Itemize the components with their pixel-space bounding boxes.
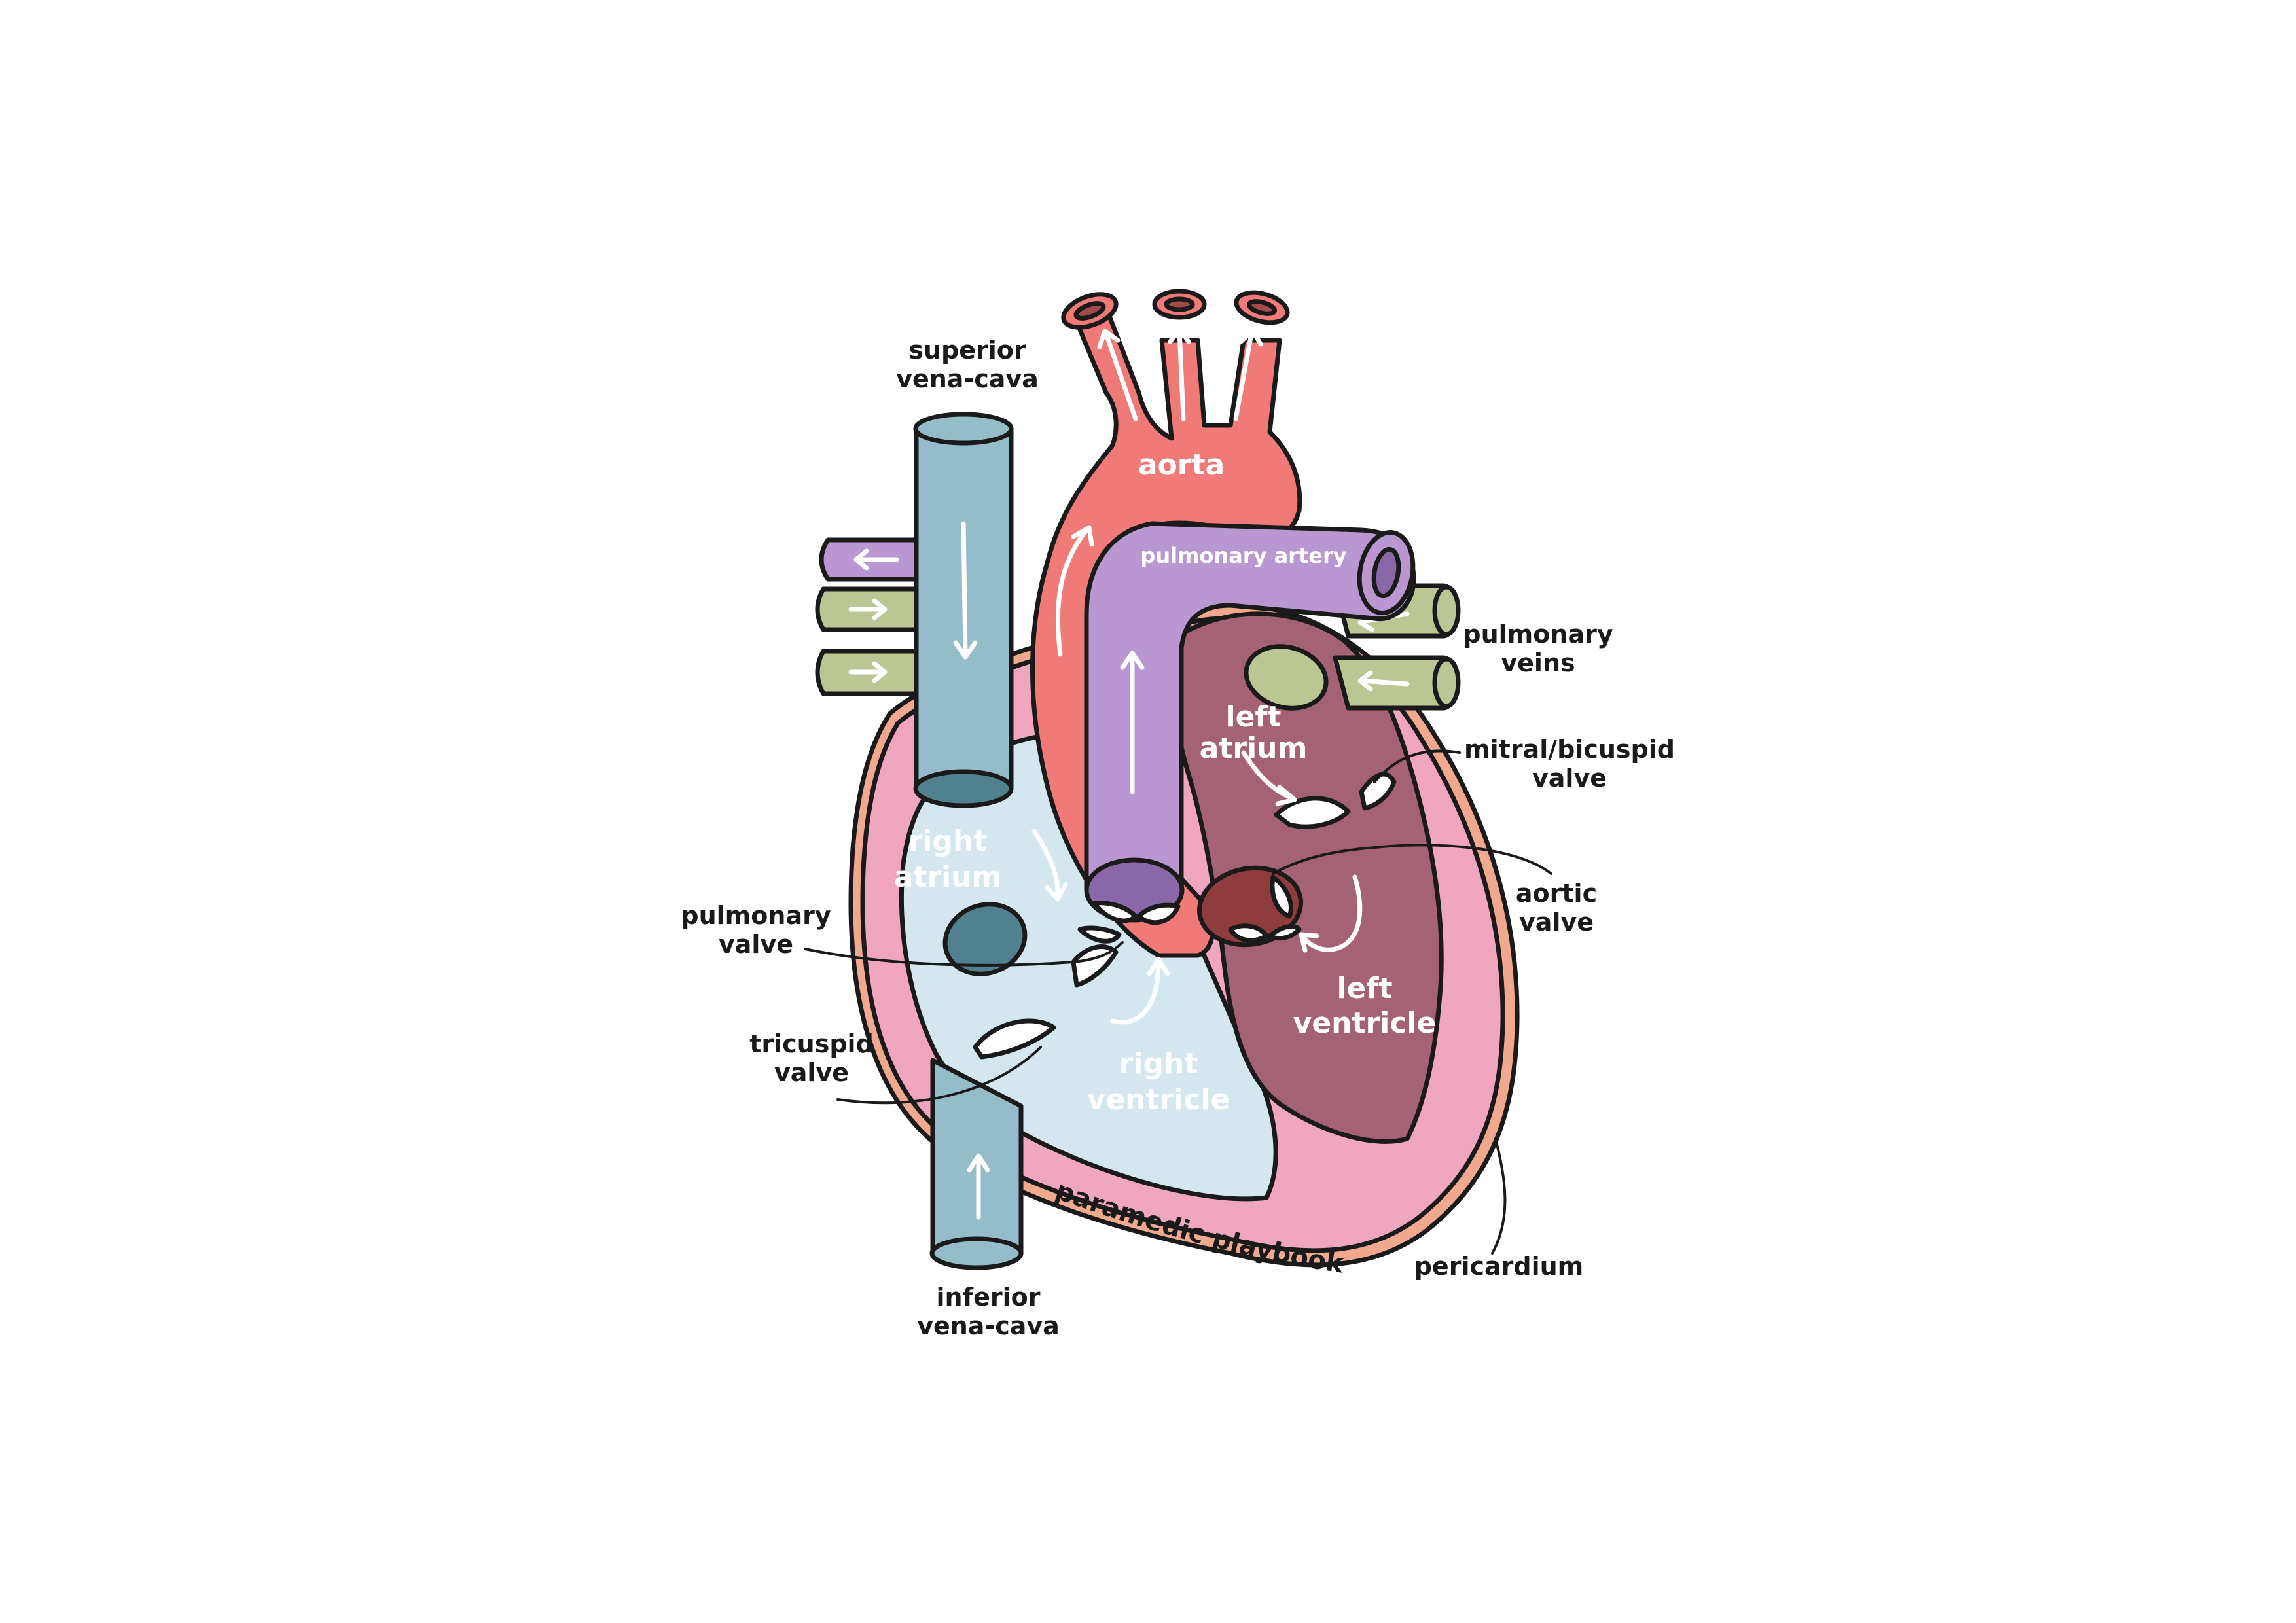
pulmonary-valve-label-1: pulmonary: [681, 901, 831, 930]
flow-arrow: [1357, 670, 1410, 692]
pericardium-leader: [1491, 1137, 1507, 1255]
flow-arrow: [1110, 957, 1170, 1025]
pulmonary-veins-label-2: veins: [1501, 649, 1575, 677]
flow-arrow: [953, 521, 978, 660]
flow-arrow: [1241, 750, 1297, 806]
superior-vena-cava: [913, 412, 1014, 808]
right-atrium-label-2: atrium: [894, 861, 1002, 894]
flow-arrow: [848, 661, 888, 683]
inferior-vena-cava: [929, 1058, 1024, 1270]
aorta-label: aorta: [1138, 448, 1225, 482]
left-ventricle-label-2: ventricle: [1293, 1007, 1437, 1040]
aortic-valve-label-2: valve: [1519, 908, 1594, 936]
tricuspid-valve: [973, 944, 1119, 1060]
superior-vena-cava-label-1: superior: [908, 336, 1026, 365]
flow-arrow: [1233, 328, 1263, 421]
pulmonary-veins-label-1: pulmonary: [1463, 620, 1613, 649]
left-atrium-label-2: atrium: [1200, 732, 1308, 765]
flow-arrow: [1055, 525, 1094, 657]
flow-arrow: [1031, 829, 1068, 902]
pulmonary-valve: [1077, 901, 1181, 944]
mitral-valve-leader: [1373, 749, 1461, 783]
inferior-vena-cava-label-1: inferior: [937, 1283, 1041, 1311]
tricuspid-valve-label-2: valve: [774, 1058, 849, 1087]
superior-vena-cava-label-2: vena-cava: [896, 365, 1039, 393]
aortic-valve-leader: [1272, 844, 1552, 875]
inferior-vena-cava-label-2: vena-cava: [917, 1311, 1060, 1340]
pulmonary-valve-leader: [804, 941, 1124, 967]
tricuspid-valve-label-1: tricuspid: [749, 1029, 874, 1058]
pericardium-label: pericardium: [1414, 1252, 1584, 1281]
mitral-valve-label-2: valve: [1532, 764, 1607, 793]
aortic-valve: [1228, 874, 1302, 943]
pulmonary-vein-opening: [1244, 644, 1329, 711]
tricuspid-valve-leader: [836, 1046, 1042, 1105]
aortic-valve-label-1: aortic: [1516, 879, 1597, 908]
flow-arrow: [1168, 326, 1191, 421]
flow-arrow: [967, 1153, 990, 1220]
left-pulmonary-veins: [815, 586, 919, 696]
left-atrium-label-1: left: [1225, 700, 1281, 734]
coronary-sinus-opening: [942, 902, 1028, 976]
mitral-valve: [1274, 772, 1397, 829]
flow-arrow: [853, 548, 899, 571]
pulmonary-valve-label-2: valve: [719, 930, 793, 959]
right-ventricle-label-2: ventricle: [1087, 1083, 1230, 1116]
right-atrium-label-1: right: [908, 825, 988, 858]
right-ventricle-label-1: right: [1119, 1047, 1198, 1080]
flow-arrow: [1097, 329, 1138, 421]
flow-arrow: [1299, 874, 1363, 953]
flow-arrow: [1120, 651, 1145, 794]
mitral-valve-label-1: mitral/bicuspid: [1464, 735, 1675, 764]
flow-arrow: [848, 598, 888, 620]
pulmonary-artery-label: pulmonary artery: [1140, 543, 1346, 568]
left-ventricle-label-1: left: [1336, 972, 1392, 1005]
